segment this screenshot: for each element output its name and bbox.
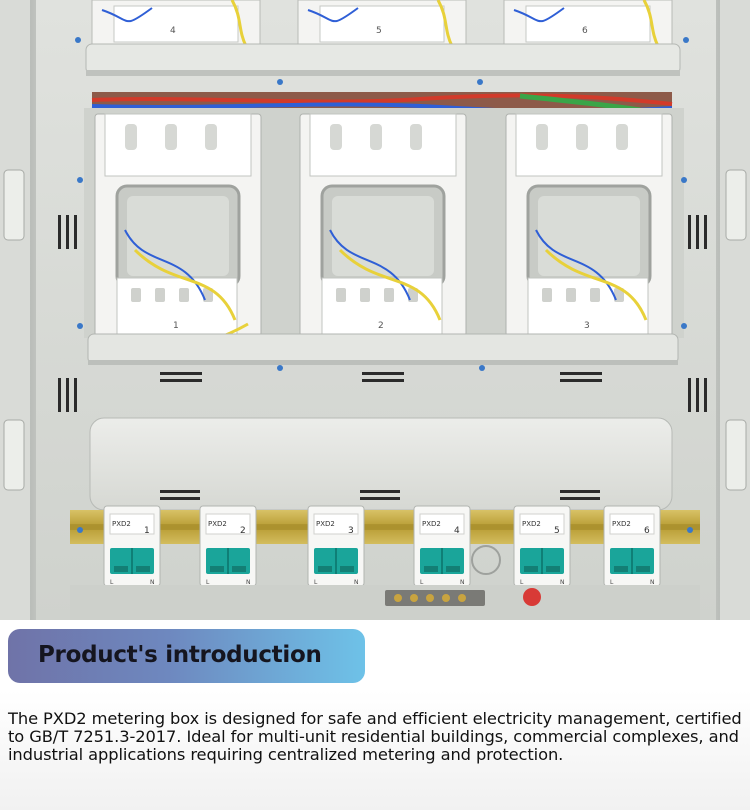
breaker-pole-label: N	[150, 579, 155, 586]
breaker-pole-label: L	[206, 579, 210, 586]
breaker-brand: PXD2	[316, 520, 335, 528]
meter-socket-number: 2	[378, 321, 384, 331]
breaker-brand: PXD2	[112, 520, 131, 528]
breaker-number: 4	[454, 526, 460, 536]
meter-socket-number: 1	[173, 321, 179, 331]
breaker-brand: PXD2	[422, 520, 441, 528]
circuit-breaker: PXD2 1L N	[103, 505, 161, 587]
breaker-pole-label: L	[420, 579, 424, 586]
breaker-brand: PXD2	[612, 520, 631, 528]
breaker-pole-label: L	[110, 579, 114, 586]
breaker-pole-label: L	[520, 579, 524, 586]
circuit-breaker: PXD2 4L N	[413, 505, 471, 587]
product-description: The PXD2 metering box is designed for sa…	[8, 709, 742, 764]
meter-socket: 2	[299, 113, 467, 337]
top-meter-module: 6	[503, 0, 673, 47]
meter-socket: 1	[94, 113, 262, 337]
top-module-number: 6	[582, 26, 588, 36]
breaker-number: 6	[644, 526, 650, 536]
top-meter-module: 4	[91, 0, 261, 47]
breaker-pole-label: N	[650, 579, 655, 586]
top-module-number: 4	[170, 26, 176, 36]
metering-box-illustration: 4 5 6 1 2 3	[0, 0, 750, 620]
circuit-breaker: PXD2 6L N	[603, 505, 661, 587]
circuit-breaker: PXD2 3L N	[307, 505, 365, 587]
breaker-number: 5	[554, 526, 560, 536]
circuit-breaker: PXD2 2L N	[199, 505, 257, 587]
breaker-pole-label: N	[246, 579, 251, 586]
metering-box-photo: 4 5 6 1 2 3	[0, 0, 750, 620]
breaker-brand: PXD2	[522, 520, 541, 528]
top-module-number: 5	[376, 26, 382, 36]
breaker-pole-label: L	[610, 579, 614, 586]
top-meter-module: 5	[297, 0, 467, 47]
breaker-number: 1	[144, 526, 150, 536]
breaker-number: 2	[240, 526, 246, 536]
breaker-pole-label: N	[560, 579, 565, 586]
breaker-pole-label: N	[460, 579, 465, 586]
meter-socket: 3	[505, 113, 673, 337]
meter-socket-number: 3	[584, 321, 590, 331]
section-banner: Product's introduction	[8, 629, 365, 683]
breaker-pole-label: N	[354, 579, 359, 586]
circuit-breaker: PXD2 5L N	[513, 505, 571, 587]
breaker-pole-label: L	[314, 579, 318, 586]
breaker-brand: PXD2	[208, 520, 227, 528]
banner-title: Product's introduction	[38, 642, 322, 668]
breaker-number: 3	[348, 526, 354, 536]
description-area: The PXD2 metering box is designed for sa…	[0, 690, 750, 810]
